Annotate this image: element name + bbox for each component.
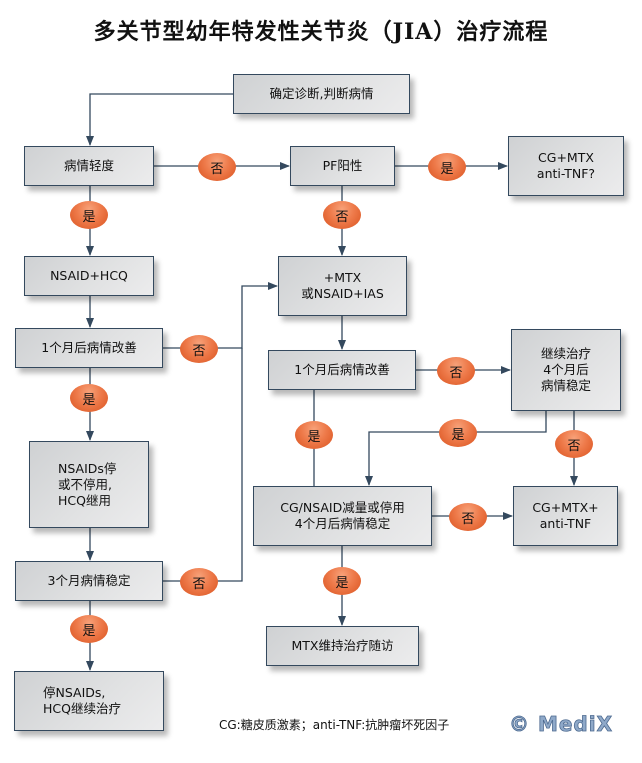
edge-diagnose-mild [86,93,233,146]
decision-no: 否 [323,201,361,229]
decision-no: 否 [449,503,487,531]
decision-no: 否 [198,153,236,181]
node-cg-mtx-antitnf: CG+MTX+ anti-TNF [513,486,618,546]
node-stop-nsaids-hcq: 停NSAIDs, HCQ继续治疗 [14,671,164,731]
footnote: CG:糖皮质激素；anti-TNF:抗肿瘤坏死因子 [219,718,450,732]
decision-no: 否 [437,357,475,385]
node-mild: 病情轻度 [24,146,154,186]
node-cg-mtx-antitnf-question: CG+MTX anti-TNF? [508,136,624,196]
decision-yes: 是 [70,201,108,229]
edge-improveleft-mtx [163,282,278,349]
node-cg-nsaid-reduce: CG/NSAID减量或停用 4个月后病情稳定 [253,486,432,546]
node-continue-4m: 继续治疗 4个月后 病情稳定 [511,329,621,411]
node-stable-3m: 3个月病情稳定 [15,561,163,601]
node-pf-positive: PF阳性 [290,146,395,186]
node-diagnose: 确定诊断,判断病情 [233,74,410,114]
decision-yes: 是 [323,567,361,595]
node-nsaid-hcq: NSAID+HCQ [24,256,154,296]
decision-no: 否 [555,430,593,458]
page-title: 多关节型幼年特发性关节炎（JIA）治疗流程 [93,19,549,45]
decision-yes: 是 [428,153,466,181]
decision-yes: 是 [70,615,108,643]
medix-logo: © MediX [509,712,614,737]
node-mtx-or-ias: +MTX 或NSAID+IAS [278,256,407,316]
node-mtx-maintain: MTX维持治疗随访 [266,626,419,666]
decision-yes: 是 [439,419,477,447]
node-improve-1m-left: 1个月后病情改善 [15,328,163,368]
decision-no: 否 [180,568,218,596]
decision-yes: 是 [295,421,333,449]
node-improve-1m-right: 1个月后病情改善 [268,350,416,390]
decision-yes: 是 [70,384,108,412]
edge-stable3m-mtx [163,348,243,582]
decision-no: 否 [180,335,218,363]
node-nsaids-stop: NSAIDs停 或不停用, HCQ继用 [29,441,149,528]
